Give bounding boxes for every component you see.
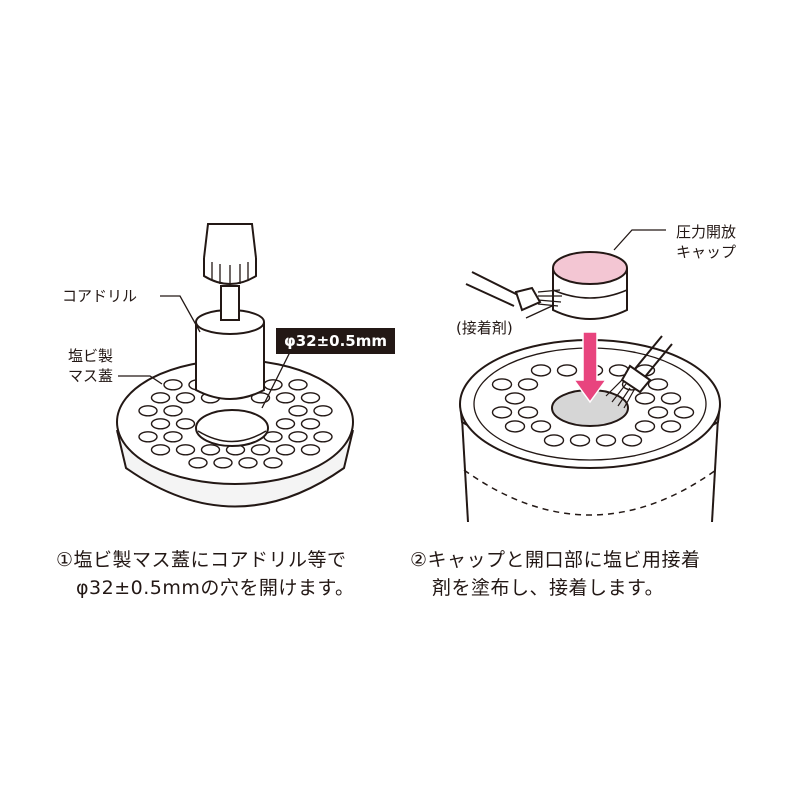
vent-hole bbox=[504, 392, 526, 405]
step1-caption-line2: φ32±0.5mmの穴を開けます。 bbox=[76, 577, 355, 599]
cap-band bbox=[552, 289, 628, 299]
vent-hole bbox=[163, 405, 183, 417]
vent-hole bbox=[175, 418, 196, 430]
drill-shank bbox=[220, 285, 240, 321]
vent-hole bbox=[491, 378, 513, 391]
lid-label-line2: マス蓋 bbox=[68, 367, 114, 385]
brush-bristles-right bbox=[605, 379, 635, 409]
cap-label-line2: キャップ bbox=[676, 243, 737, 261]
vent-hole bbox=[530, 420, 552, 433]
vent-hole bbox=[569, 434, 591, 447]
box-right-wall bbox=[711, 417, 719, 523]
step2-caption-line2: 剤を塗布し、接着します。 bbox=[432, 577, 665, 599]
vent-hole bbox=[300, 444, 321, 456]
vent-hole bbox=[163, 431, 183, 443]
lid-leader bbox=[118, 375, 163, 385]
vent-hole bbox=[163, 379, 183, 391]
vent-hole bbox=[647, 406, 669, 419]
dimension-badge: φ32±0.5mm bbox=[276, 328, 396, 354]
vent-hole bbox=[175, 392, 196, 404]
vent-hole bbox=[634, 420, 656, 433]
core-drill-leader bbox=[160, 295, 201, 333]
dimension-leader bbox=[261, 351, 291, 409]
lid-label-line1: 塩ビ製 bbox=[68, 347, 114, 365]
vent-hole bbox=[517, 406, 539, 419]
vent-hole bbox=[530, 364, 552, 377]
step2-illustration bbox=[459, 229, 721, 523]
brush-head-left bbox=[514, 286, 542, 312]
vent-hole bbox=[188, 457, 208, 469]
vent-hole bbox=[647, 378, 669, 391]
chuck-ridges bbox=[211, 262, 249, 286]
vent-hole bbox=[543, 434, 565, 447]
vent-hole bbox=[300, 392, 321, 404]
vent-hole bbox=[150, 392, 171, 404]
vent-hole bbox=[595, 434, 617, 447]
vent-hole bbox=[275, 444, 296, 456]
lid-center-hole bbox=[195, 409, 269, 447]
brush-bristles-left bbox=[537, 289, 562, 307]
vent-hole bbox=[213, 457, 233, 469]
vent-hole bbox=[138, 405, 158, 417]
cap-top bbox=[552, 251, 628, 285]
box-dashed-edge bbox=[463, 469, 717, 516]
center-hole-inner-wall bbox=[197, 430, 267, 443]
drill-body bbox=[203, 223, 257, 259]
vent-hole bbox=[288, 405, 308, 417]
vent-hole bbox=[288, 431, 308, 443]
vent-hole bbox=[491, 406, 513, 419]
vent-hole bbox=[275, 392, 296, 404]
brush-handle-right bbox=[633, 335, 673, 379]
step1-caption-line1: ①塩ビ製マス蓋にコアドリル等で bbox=[56, 549, 347, 571]
vent-hole bbox=[504, 420, 526, 433]
vent-hole bbox=[634, 392, 656, 405]
vent-hole bbox=[150, 444, 171, 456]
vent-hole bbox=[138, 431, 158, 443]
vent-hole bbox=[200, 444, 221, 456]
vent-hole bbox=[288, 379, 308, 391]
cap-leader bbox=[613, 229, 666, 251]
cap-label-line1: 圧力開放 bbox=[676, 223, 737, 241]
vent-hole bbox=[313, 431, 333, 443]
brush-head-right bbox=[620, 364, 652, 394]
vent-hole bbox=[673, 406, 695, 419]
vent-hole bbox=[150, 418, 171, 430]
vent-hole bbox=[175, 444, 196, 456]
adhesive-leader bbox=[525, 305, 553, 319]
vent-hole bbox=[263, 457, 283, 469]
vent-hole bbox=[517, 378, 539, 391]
brush-handle-left bbox=[465, 271, 521, 307]
vent-hole bbox=[238, 457, 258, 469]
vent-hole bbox=[556, 364, 578, 377]
vent-hole bbox=[660, 420, 682, 433]
vent-hole bbox=[313, 405, 333, 417]
core-drill-body bbox=[195, 322, 265, 400]
vent-hole bbox=[621, 434, 643, 447]
adhesive-label: (接着剤) bbox=[456, 319, 513, 337]
vent-hole bbox=[250, 444, 271, 456]
vent-hole bbox=[300, 418, 321, 430]
vent-hole bbox=[275, 418, 296, 430]
core-drill-label: コアドリル bbox=[62, 287, 138, 305]
step2-caption-line1: ②キャップと開口部に塩ビ用接着 bbox=[410, 549, 701, 571]
step1-illustration bbox=[116, 223, 354, 508]
insert-arrow bbox=[572, 331, 608, 404]
vent-hole bbox=[660, 392, 682, 405]
